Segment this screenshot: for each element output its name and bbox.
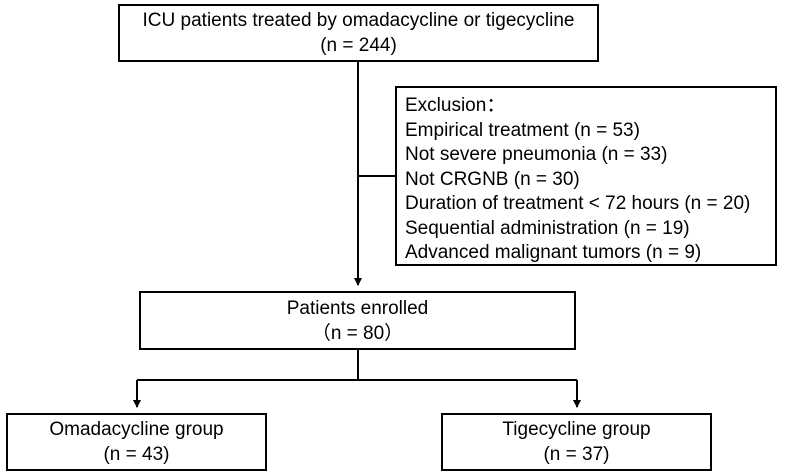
box-exclusion: Exclusion： Empirical treatment (n = 53) … bbox=[395, 86, 777, 266]
exclusion-item-empirical: Empirical treatment (n = 53) bbox=[405, 119, 640, 141]
box-icu-patients: ICU patients treated by omadacycline or … bbox=[118, 4, 599, 62]
box-patients-enrolled-count: （n = 80） bbox=[311, 322, 404, 344]
box-tigecycline-group: Tigecycline group (n = 37) bbox=[441, 413, 712, 471]
exclusion-item-sequential: Sequential administration (n = 19) bbox=[405, 217, 690, 239]
box-patients-enrolled-title: Patients enrolled bbox=[286, 297, 429, 319]
box-omadacycline-group: Omadacycline group (n = 43) bbox=[6, 413, 267, 471]
box-patients-enrolled: Patients enrolled （n = 80） bbox=[139, 291, 576, 350]
box-icu-patients-count: (n = 244) bbox=[320, 35, 397, 56]
box-omadacycline-group-count: (n = 43) bbox=[103, 444, 170, 465]
exclusion-item-not-severe-pneumonia: Not severe pneumonia (n = 33) bbox=[405, 144, 668, 165]
exclusion-title: Exclusion： bbox=[405, 95, 506, 116]
exclusion-item-not-crgnb: Not CRGNB (n = 30) bbox=[405, 168, 580, 190]
box-omadacycline-group-title: Omadacycline group bbox=[49, 419, 224, 440]
exclusion-item-duration: Duration of treatment < 72 hours (n = 20… bbox=[405, 193, 751, 214]
box-tigecycline-group-title: Tigecycline group bbox=[502, 419, 651, 440]
exclusion-item-malignant-tumors: Advanced malignant tumors (n = 9) bbox=[405, 242, 702, 263]
box-icu-patients-title: ICU patients treated by omadacycline or … bbox=[142, 10, 575, 31]
box-tigecycline-group-count: (n = 37) bbox=[543, 444, 610, 465]
